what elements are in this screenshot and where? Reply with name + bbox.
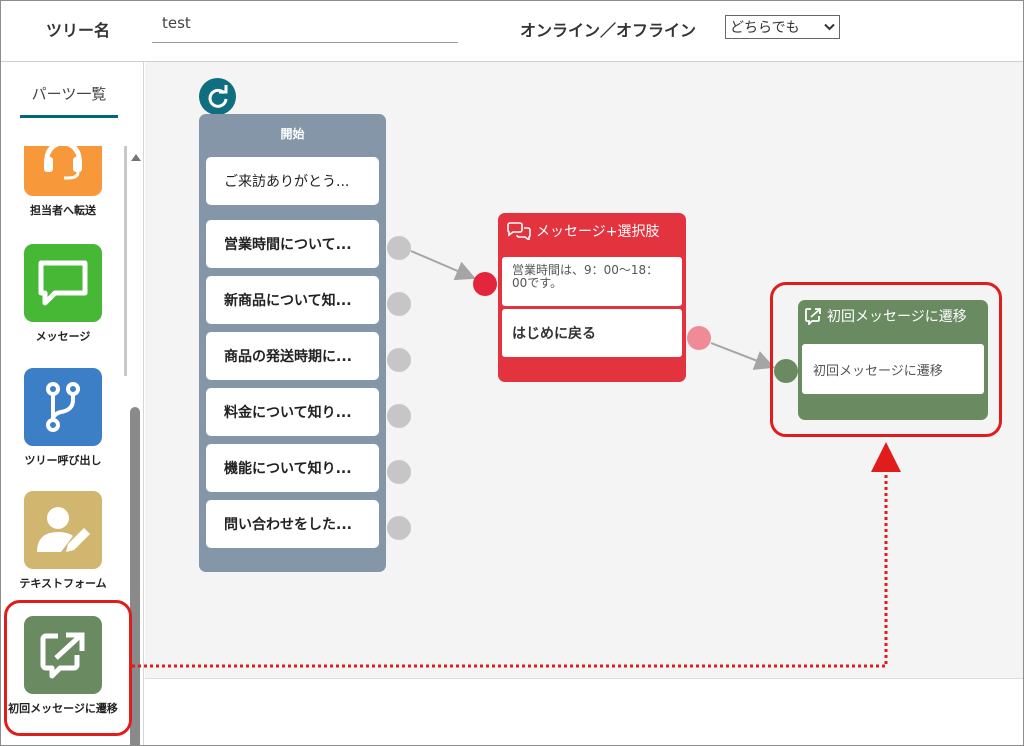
refresh-icon [208, 84, 227, 108]
scroll-up-arrow[interactable] [131, 154, 141, 161]
input-port[interactable] [774, 359, 798, 383]
output-port[interactable] [387, 460, 411, 484]
message-node-text: 営業時間は、9：00〜18：00です。 [502, 257, 682, 306]
part-jump-first-message[interactable]: 初回メッセージに遷移 [0, 616, 126, 716]
start-node-title: 開始 [280, 127, 305, 141]
part-tree-call[interactable]: ツリー呼び出し [0, 368, 126, 468]
branch-icon [24, 368, 102, 446]
part-label: ツリー呼び出し [24, 454, 102, 467]
input-port[interactable] [473, 272, 497, 296]
start-node[interactable]: 開始 ご来訪ありがとう... 営業時間について... 新商品について知... 商… [199, 114, 386, 572]
user-edit-icon [24, 491, 102, 569]
message-choice-node[interactable]: メッセージ+選択肢 営業時間は、9：00〜18：00です。 はじめに戻る [498, 213, 686, 382]
refresh-button[interactable] [199, 78, 236, 115]
headset-icon [24, 146, 102, 196]
chat-bubble-icon [24, 244, 102, 322]
output-port[interactable] [387, 404, 411, 428]
message-node-title: メッセージ+選択肢 [536, 224, 660, 240]
tree-name-input[interactable]: test [152, 10, 458, 43]
tab-parts-list[interactable]: パーツ一覧 [20, 80, 118, 118]
choice-back-to-start[interactable]: はじめに戻る [502, 309, 682, 357]
scrollbar-thumb[interactable] [130, 407, 140, 746]
start-item-greeting[interactable]: ご来訪ありがとう... [206, 157, 379, 205]
part-label: 担当者へ転送 [30, 204, 96, 217]
scrollbar-track [124, 146, 127, 376]
part-label: 初回メッセージに遷移 [8, 702, 118, 715]
jump-node-text: 初回メッセージに遷移 [802, 344, 984, 394]
header: ツリー名 test オンライン／オフライン どちらでも [0, 0, 1024, 62]
part-message[interactable]: メッセージ [0, 244, 126, 344]
output-port[interactable] [387, 236, 411, 260]
part-label: メッセージ [35, 330, 91, 343]
canvas-footer [145, 678, 1024, 746]
external-link-icon [24, 616, 102, 694]
start-item-inquiry[interactable]: 問い合わせをした... [206, 500, 379, 548]
chat-bubbles-icon [507, 222, 531, 240]
tree-name-label: ツリー名 [46, 21, 111, 40]
start-item-pricing[interactable]: 料金について知り... [206, 388, 379, 436]
output-port[interactable] [387, 516, 411, 540]
part-label: テキストフォーム [19, 577, 107, 590]
start-item-business-hours[interactable]: 営業時間について... [206, 220, 379, 268]
output-port[interactable] [687, 326, 711, 350]
online-offline-select[interactable]: どちらでも [725, 15, 840, 39]
jump-node-title: 初回メッセージに遷移 [827, 309, 967, 325]
online-offline-select-value: どちらでも [730, 20, 800, 36]
start-item-features[interactable]: 機能について知り... [206, 444, 379, 492]
parts-sidebar: パーツ一覧 担当者へ転送 メッセージ [0, 62, 144, 746]
external-link-icon [805, 308, 821, 325]
online-offline-label: オンライン／オフライン [520, 21, 697, 40]
part-text-form[interactable]: テキストフォーム [0, 491, 126, 591]
chevron-down-icon [824, 20, 835, 34]
output-port[interactable] [387, 348, 411, 372]
output-port[interactable] [387, 292, 411, 316]
part-transfer-operator[interactable]: 担当者へ転送 [0, 146, 126, 218]
start-item-new-products[interactable]: 新商品について知... [206, 276, 379, 324]
jump-first-message-node[interactable]: 初回メッセージに遷移 初回メッセージに遷移 [798, 300, 988, 420]
parts-list: 担当者へ転送 メッセージ ツリー呼び出し [0, 146, 126, 746]
start-item-shipping[interactable]: 商品の発送時期に... [206, 332, 379, 380]
